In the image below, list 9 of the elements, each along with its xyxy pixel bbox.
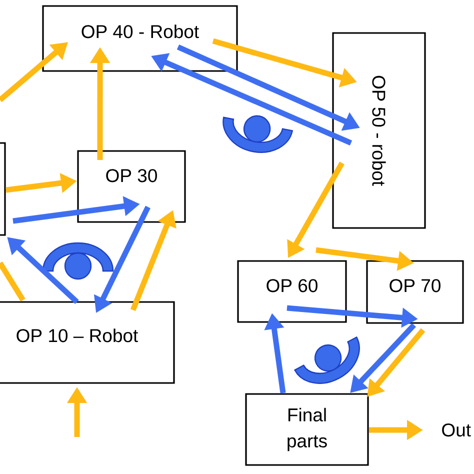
process-box: OP 40 - Robot: [42, 5, 238, 72]
process-box: Final parts: [245, 393, 369, 466]
process-box: OP 30: [77, 150, 186, 223]
process-box: OP 50 - robot: [332, 32, 426, 229]
output-label: Out: [442, 423, 471, 437]
process-box: [0, 142, 6, 236]
process-box: OP 70: [366, 260, 464, 324]
process-box: OP 60: [237, 260, 347, 323]
process-box: OP 10 – Robot: [0, 301, 175, 384]
